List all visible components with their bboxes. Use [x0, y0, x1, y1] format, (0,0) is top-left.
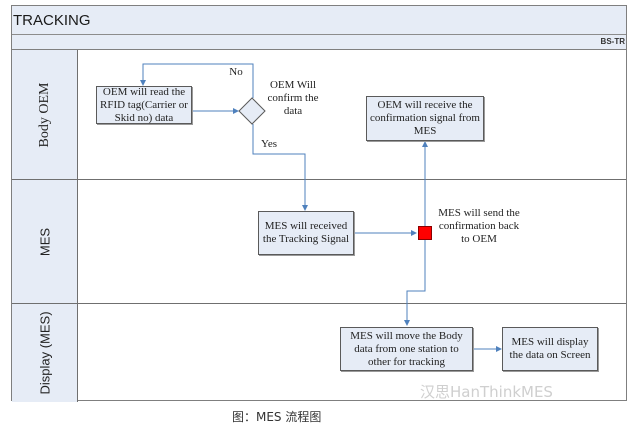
edge-label-yes: Yes: [260, 138, 277, 150]
title-bar: TRACKING: [12, 6, 626, 35]
swimlane-diagram: TRACKING BS-TR Body OEM MES Display (MES…: [11, 5, 627, 402]
lane-label-mes: MES: [12, 180, 78, 303]
lane-mes: MES: [12, 180, 626, 304]
signal-node: [418, 226, 432, 240]
node-move-body: MES will move the Body data from one sta…: [340, 327, 473, 371]
lane-label-display-mes: Display (MES): [12, 304, 78, 402]
node-display-screen: MES will display the data on Screen: [502, 327, 598, 371]
lane-body-oem: Body OEM: [12, 50, 626, 180]
node-mes-received: MES will received the Tracking Signal: [258, 211, 354, 255]
node-read-rfid: OEM will read the RFID tag(Carrier or Sk…: [96, 86, 192, 124]
node-send-confirmation-label: MES will send the confirmation back to O…: [438, 207, 520, 245]
lane-label-body-oem: Body OEM: [12, 50, 78, 179]
diagram-code: BS-TR: [600, 37, 625, 46]
watermark: 汉思HanThinkMES: [420, 383, 553, 401]
sub-header-bar: BS-TR: [12, 35, 626, 50]
node-confirm-decision-label: OEM Will confirm the data: [267, 79, 319, 117]
edge-label-no: No: [229, 66, 243, 78]
figure-caption: 图：MES 流程图: [232, 410, 322, 424]
lane-display-mes: Display (MES): [12, 304, 626, 402]
diagram-title: TRACKING: [13, 12, 91, 29]
node-receive-confirmation: OEM will receive the confirmation signal…: [366, 96, 484, 141]
